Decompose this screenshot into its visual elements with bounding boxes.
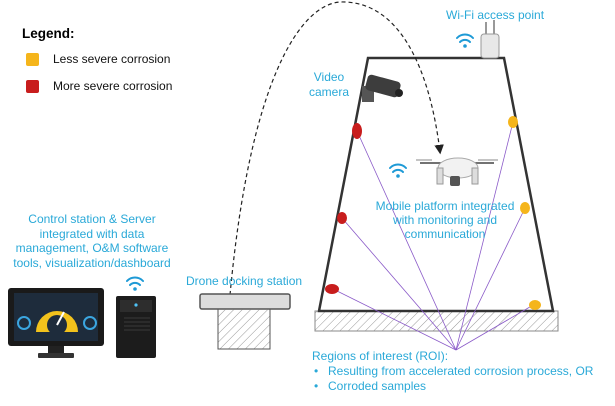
legend-item-more-severe: More severe corrosion: [26, 79, 172, 93]
control-station-label-line-1: Control station & Server: [28, 212, 156, 226]
corrosion-more-severe-2: [337, 212, 347, 224]
video-camera-label-line-1: Video: [313, 70, 345, 84]
roi-rays: [330, 121, 536, 351]
wifi-icon: [389, 163, 407, 178]
server-tower-icon: [116, 296, 156, 358]
legend-label-less-severe: Less severe corrosion: [53, 52, 171, 66]
legend-swatch-more-severe: [26, 79, 39, 93]
corrosion-less-severe-1: [508, 116, 518, 128]
corrosion-more-severe-1: [352, 123, 362, 139]
monitor-dashboard-icon: [8, 288, 104, 358]
legend-swatch-less-severe: [26, 52, 39, 66]
control-station-label: Control station & Server integrated with…: [4, 212, 180, 270]
corrosion-more-severe-3: [325, 284, 339, 294]
corrosion-less-severe-3: [529, 300, 541, 310]
legend-item-less-severe: Less severe corrosion: [26, 52, 170, 66]
access-point-icon: [480, 20, 500, 59]
docking-station: [199, 293, 291, 350]
mobile-platform-label-line-2: with monitoring and: [392, 213, 498, 227]
control-station-label-line-3: management, O&M software: [15, 241, 169, 255]
wifi-icon: [456, 33, 474, 48]
roi-item: Resulting from accelerated corrosion pro…: [314, 364, 593, 379]
mobile-platform-label-line-3: communication: [404, 227, 486, 241]
control-station-label-line-2: integrated with data: [39, 226, 145, 241]
tank-structure: [317, 56, 555, 313]
legend-title: Legend:: [22, 26, 75, 41]
drone-icon: [416, 157, 498, 186]
legend-label-more-severe: More severe corrosion: [53, 79, 173, 93]
corrosion-less-severe-2: [520, 202, 530, 214]
wifi-icon: [126, 276, 144, 291]
mobile-platform-label: Mobile platform integrated with monitori…: [352, 199, 538, 241]
video-camera-label-line-2: camera: [308, 85, 349, 99]
roi-title: Regions of interest (ROI):: [312, 349, 449, 363]
mobile-platform-label-line-1: Mobile platform integrated: [375, 199, 515, 213]
roi-list: Resulting from accelerated corrosion pro…: [312, 364, 593, 394]
roi-item: Corroded samples: [314, 379, 593, 394]
wifi-access-point-label: Wi-Fi access point: [446, 8, 545, 22]
drone-flight-path: [229, 1, 444, 296]
control-station-label-line-4: tools, visualization/dashboard: [13, 255, 171, 270]
docking-station-label: Drone docking station: [186, 274, 303, 288]
security-camera-icon: [362, 74, 403, 102]
video-camera-label: Video camera: [306, 70, 352, 100]
